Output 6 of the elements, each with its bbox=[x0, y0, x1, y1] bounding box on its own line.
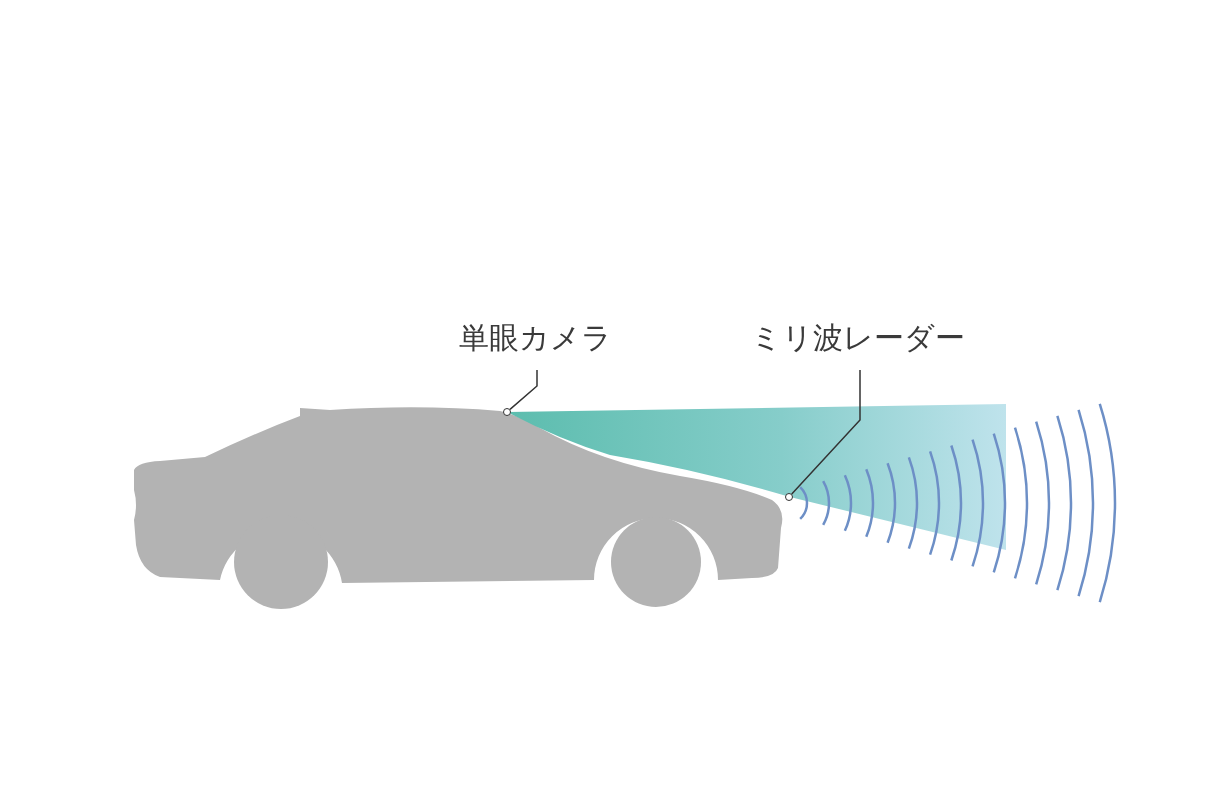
callout-label: 単眼カメラ bbox=[458, 320, 612, 356]
leader-dot bbox=[785, 493, 793, 501]
callout-label: ミリ波レーダー bbox=[751, 320, 965, 356]
leader-line bbox=[509, 369, 538, 411]
leader-line bbox=[791, 369, 861, 495]
leader-dot bbox=[503, 408, 511, 416]
